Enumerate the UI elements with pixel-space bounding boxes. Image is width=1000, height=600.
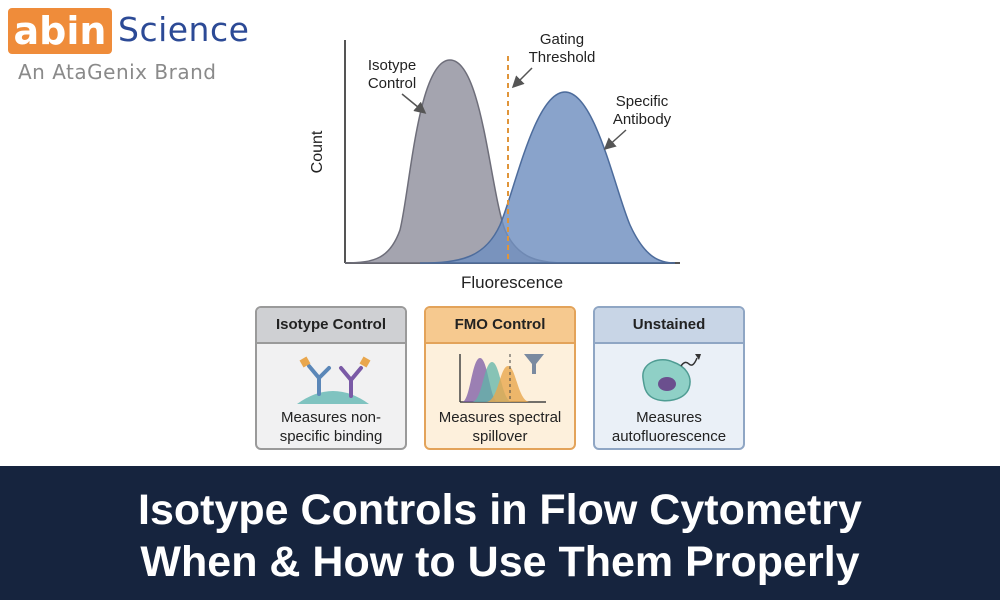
brand-logo: abin Science An AtaGenix Brand (8, 6, 250, 86)
banner-title-line2: When & How to Use Them Properly (140, 538, 860, 586)
antibody-binding-icon (297, 356, 371, 404)
card-description-line2: specific binding (279, 428, 383, 445)
threshold-label-line2: Threshold (529, 49, 596, 66)
card-description-line1: Measures (636, 409, 702, 426)
y-axis-label: Count (309, 130, 326, 173)
antibody-label-arrow (603, 129, 627, 151)
flow-histogram-diagram: Count Fluorescence Isotype Control Gatin… (309, 31, 680, 292)
card-description-line2: autofluorescence (611, 428, 727, 445)
autofluorescent-cell-icon (642, 354, 701, 402)
antibody-label-line2: Antibody (613, 111, 672, 128)
title-banner: Isotype Controls in Flow Cytometry When … (0, 466, 1000, 600)
threshold-label-arrow (511, 67, 533, 89)
card-title: Unstained (595, 308, 743, 344)
threshold-label-line1: Gating (540, 31, 584, 48)
specific-antibody-curve (419, 91, 676, 264)
card-title: FMO Control (426, 308, 574, 344)
isotype-control-card: Isotype Control Measures non- specific b… (255, 306, 407, 450)
fmo-control-card: FMO Control Measures spectral spillover (424, 306, 576, 450)
spectral-spillover-icon (459, 354, 546, 403)
isotype-label-arrow (401, 93, 427, 114)
card-description-line2: spillover (472, 428, 528, 445)
banner-title-line1: Isotype Controls in Flow Cytometry (138, 486, 862, 534)
unstained-card: Unstained Measures autofluorescence (593, 306, 745, 450)
isotype-label-line1: Isotype (368, 57, 416, 74)
isotype-label-line2: Control (368, 75, 416, 92)
antibody-label-line1: Specific (616, 93, 669, 110)
card-description-line1: Measures non- (280, 409, 382, 426)
logo-abin-text: abin (14, 9, 107, 53)
abin-logo-mark: abin (8, 8, 112, 54)
x-axis-label: Fluorescence (461, 273, 563, 292)
logo-science-text: Science (118, 10, 250, 49)
card-description-line1: Measures spectral (438, 409, 562, 426)
logo-brand-text: An AtaGenix Brand (18, 60, 217, 84)
card-title: Isotype Control (257, 308, 405, 344)
